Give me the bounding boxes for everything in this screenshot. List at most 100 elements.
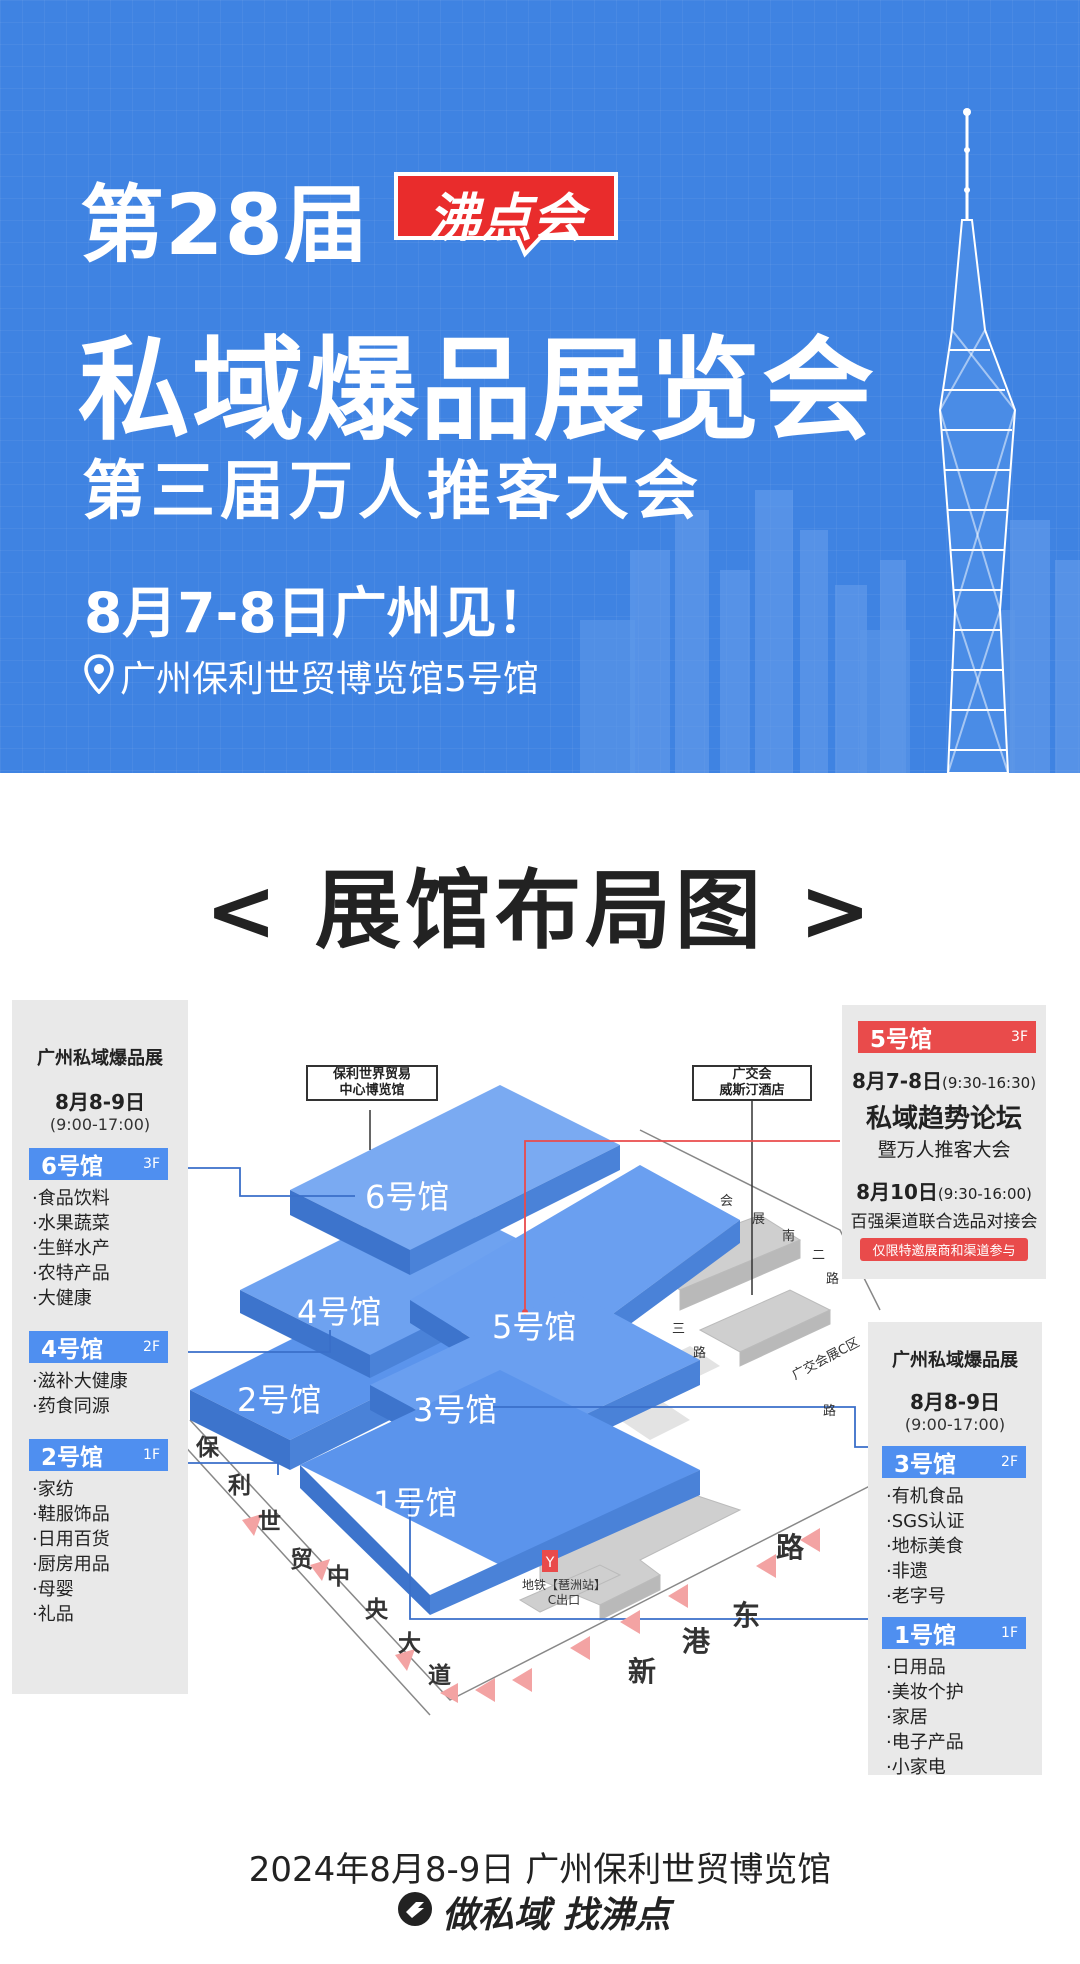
hall-3-tag: 3号馆 2F — [882, 1446, 1026, 1478]
list-item: ·美妆个护 — [886, 1682, 964, 1703]
hall-5-label: 5号馆 — [492, 1308, 577, 1346]
list-item: ·鞋服饰品 — [32, 1504, 110, 1525]
list-item: ·母婴 — [32, 1579, 74, 1600]
hero-banner: 第28届 沸点会 私域爆品展览会 第三届万人推客大会 8月7-8日广州见！ 广州… — [0, 0, 1080, 773]
event2-date: 8月10日 — [856, 1180, 938, 1204]
metro-exit: C出口 — [547, 1593, 581, 1607]
event2-date-line: 8月10日(9:30-16:00) — [842, 1176, 1046, 1205]
road-left-char: 中 — [327, 1564, 350, 1590]
list-item: ·礼品 — [32, 1604, 74, 1625]
hall-3-floor: 2F — [1001, 1454, 1018, 1470]
floor-plan-map: Y — [169, 1085, 961, 1716]
right-panel-date: 8月8-9日 — [909, 1390, 1001, 1414]
road-left-char: 利 — [228, 1473, 251, 1499]
westin-hotel-tag: 广交会 威斯汀酒店 — [692, 1065, 812, 1101]
hall-4-floor: 2F — [143, 1339, 160, 1355]
hall-5-floor: 3F — [1011, 1029, 1028, 1045]
event1-hours: (9:30-16:30) — [942, 1074, 1037, 1092]
hall-2-tag: 2号馆 1F — [29, 1439, 168, 1471]
list-item: ·老字号 — [886, 1586, 946, 1607]
hall-4-label: 4号馆 — [297, 1293, 382, 1331]
road-right-char: 会 — [720, 1194, 734, 1209]
hall-1-tag: 1号馆 1F — [882, 1617, 1026, 1649]
list-item: ·农特产品 — [32, 1263, 110, 1284]
road-right-char: 展 — [752, 1212, 766, 1227]
location-pin-icon — [84, 654, 114, 694]
road-right-char: 二 — [812, 1248, 826, 1263]
poly-expo-line1: 保利世界贸易 — [332, 1067, 411, 1082]
hall-4-name: 4号馆 — [41, 1337, 104, 1363]
left-panel-title: 广州私域爆品展 — [37, 1048, 163, 1069]
left-info-panel: 广州私域爆品展 8月8-9日 (9:00-17:00) 6号馆 3F ·食品饮料… — [12, 1000, 188, 1694]
hall-6-tag: 6号馆 3F — [29, 1148, 168, 1180]
svg-text:Y: Y — [545, 1555, 555, 1571]
list-item: ·地标美食 — [886, 1536, 964, 1557]
list-item: ·有机食品 — [886, 1486, 964, 1507]
road-mid-char: 三 — [672, 1322, 686, 1337]
event2-title: 百强渠道联合选品对接会 — [850, 1212, 1038, 1232]
road-right-char: 路 — [826, 1272, 840, 1287]
list-item: ·小家电 — [886, 1757, 946, 1778]
list-item: ·日用百货 — [32, 1529, 110, 1550]
road-left-char: 大 — [398, 1631, 421, 1657]
road-bottom-char: 路 — [776, 1531, 805, 1564]
event1-title: 私域趋势论坛 — [865, 1104, 1022, 1134]
road-left-char: 世 — [258, 1509, 281, 1535]
hall-3-label: 3号馆 — [413, 1391, 498, 1429]
footer-date-venue: 2024年8月8-9日 广州保利世贸博览馆 — [248, 1850, 832, 1890]
right-info-panel: 广州私域爆品展 8月8-9日 (9:00-17:00) 3号馆 2F ·有机食品… — [868, 1322, 1042, 1778]
list-item: ·非遗 — [886, 1561, 928, 1582]
hall-5-name: 5号馆 — [870, 1027, 933, 1053]
list-item: ·厨房用品 — [32, 1554, 110, 1575]
brand-logo-icon — [398, 1892, 432, 1926]
right-panel-title: 广州私域爆品展 — [892, 1350, 1018, 1371]
hall-2-name: 2号馆 — [41, 1445, 104, 1471]
list-item: ·家居 — [886, 1707, 928, 1728]
road-bottom-char: 港 — [682, 1625, 711, 1658]
venue-address: 广州保利世贸博览馆5号馆 — [120, 659, 539, 700]
hall-6-name: 6号馆 — [41, 1154, 104, 1180]
list-item: ·大健康 — [32, 1288, 92, 1309]
hall-1-label: 1号馆 — [373, 1484, 458, 1522]
road-small-char: 路 — [823, 1404, 837, 1419]
list-item: ·生鲜水产 — [32, 1238, 110, 1259]
westin-line2: 威斯汀酒店 — [719, 1083, 785, 1098]
poly-expo-building-tag: 保利世界贸易 中心博览馆 — [306, 1065, 438, 1101]
left-panel-date: 8月8-9日 — [54, 1090, 146, 1114]
road-left-char: 贸 — [290, 1547, 313, 1573]
invite-only-note: 仅限特邀展商和渠道参与 — [860, 1238, 1028, 1261]
event1-subtitle: 暨万人推客大会 — [877, 1139, 1011, 1161]
hall-2-label: 2号馆 — [237, 1381, 322, 1419]
road-left-char: 道 — [428, 1663, 451, 1689]
event1-date: 8月7-8日 — [851, 1069, 943, 1093]
canton-tower-skyline — [580, 108, 1080, 773]
edition-label: 第28届 — [80, 176, 369, 274]
road-bottom-char: 东 — [732, 1599, 761, 1632]
road-left-char: 保 — [196, 1435, 219, 1461]
list-item: ·药食同源 — [32, 1396, 110, 1417]
list-item: ·SGS认证 — [886, 1511, 965, 1532]
list-item: ·滋补大健康 — [32, 1371, 128, 1392]
list-item: ·家纺 — [32, 1479, 74, 1500]
road-bottom-char: 新 — [628, 1655, 657, 1688]
event1-date-line: 8月7-8日(9:30-16:30) — [842, 1065, 1046, 1094]
hall-5-event-panel: 5号馆 3F 8月7-8日(9:30-16:30) 私域趋势论坛 暨万人推客大会… — [842, 1005, 1046, 1279]
hall-5-tag: 5号馆 3F — [858, 1021, 1036, 1053]
brand-name: 沸点会 — [427, 189, 584, 249]
main-title: 私域爆品展览会 — [78, 326, 876, 456]
hall-6-label: 6号馆 — [365, 1178, 450, 1216]
hall-6-floor: 3F — [143, 1156, 160, 1172]
event-date: 8月7-8日广州见！ — [84, 581, 552, 645]
hall-3-name: 3号馆 — [894, 1452, 957, 1478]
event2-hours: (9:30-16:00) — [937, 1185, 1032, 1203]
section-title: < 展馆布局图 > — [205, 861, 875, 961]
hall-4-tag: 4号馆 2F — [29, 1331, 168, 1363]
hall-1-floor: 1F — [1001, 1625, 1018, 1641]
metro-station: 地铁【琶洲站】 — [521, 1578, 606, 1592]
brand-badge-bubble — [394, 172, 618, 258]
list-item: ·日用品 — [886, 1657, 946, 1678]
hall-2-floor: 1F — [143, 1447, 160, 1463]
westin-line1: 广交会 — [732, 1067, 772, 1082]
list-item: ·食品饮料 — [32, 1188, 110, 1209]
poly-expo-line2: 中心博览馆 — [339, 1083, 405, 1098]
